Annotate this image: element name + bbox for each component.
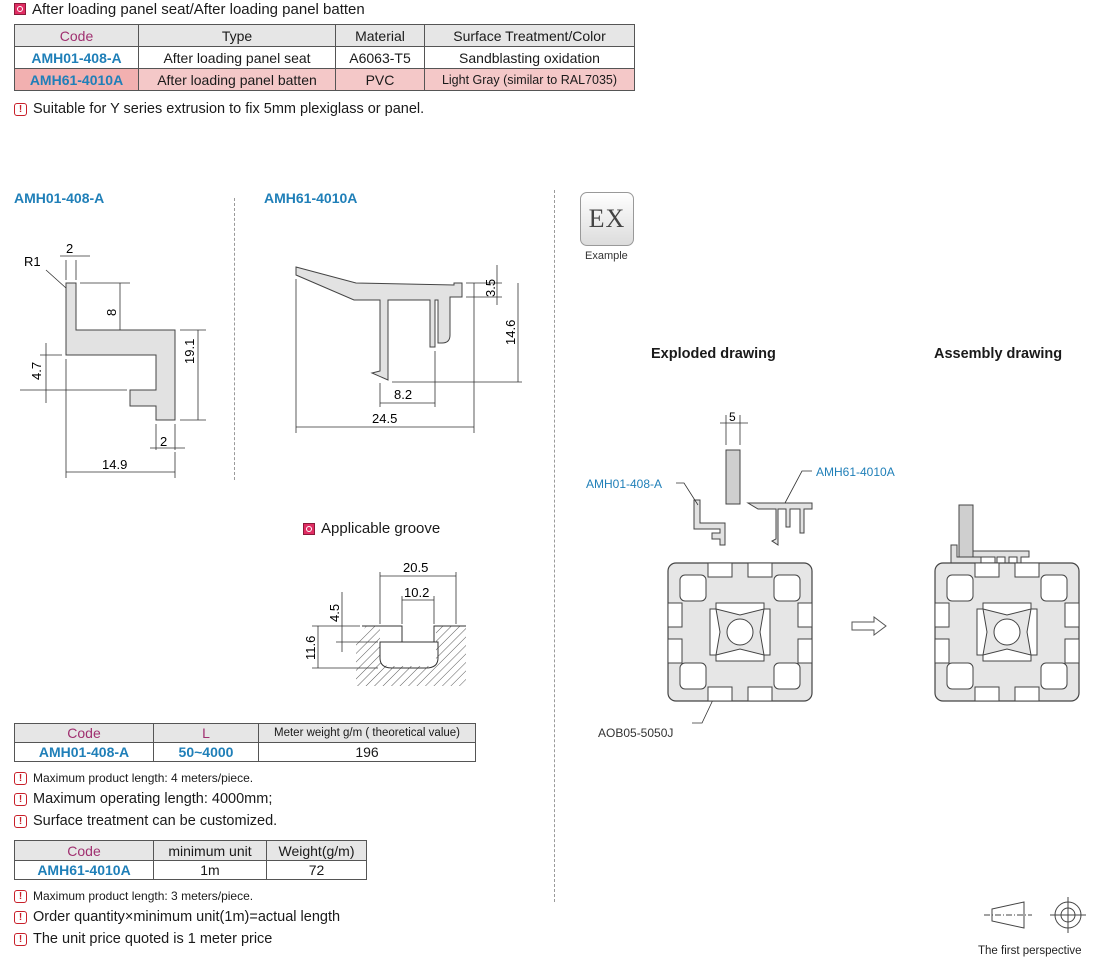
dim-20-5: 20.5	[403, 560, 428, 575]
note-text: Order quantity×minimum unit(1m)=actual l…	[33, 909, 341, 925]
batten-row: AMH61-4010A 1m 72	[14, 860, 367, 880]
batten-cell-code: AMH61-4010A	[14, 860, 154, 880]
spec-cell-material: PVC	[335, 68, 425, 91]
suitability-text: Suitable for Y series extrusion to fix 5…	[33, 101, 425, 117]
batten-profile-drawing: 8.2 24.5 3.5 14.6	[295, 265, 522, 433]
groove-title: Applicable groove	[321, 520, 441, 537]
warning-icon: !	[14, 814, 27, 828]
perspective-caption: The first perspective	[978, 945, 1082, 957]
spec-table: Code Type Material Surface Treatment/Col…	[14, 24, 635, 91]
warning-icon: !	[14, 102, 27, 116]
dim-8: 8	[104, 309, 119, 316]
seat-cell-code: AMH01-408-A	[14, 742, 154, 762]
warning-icon: !	[14, 932, 27, 946]
dim-2-top: 2	[66, 241, 73, 256]
spec-cell-material: A6063-T5	[335, 46, 425, 69]
batten-cell-weight: 72	[266, 860, 367, 880]
seat-header-code: Code	[14, 723, 154, 743]
spec-cell-type: After loading panel batten	[138, 68, 336, 91]
batten-header-weight: Weight(g/m)	[266, 840, 367, 861]
divider	[234, 198, 235, 480]
seat-cell-weight: 196	[258, 742, 476, 762]
spec-row-highlight: AMH61-4010A After loading panel batten P…	[14, 68, 635, 91]
example-badge: EX	[580, 192, 634, 246]
warning-icon: !	[14, 771, 27, 785]
drawing-title-seat: AMH01-408-A	[14, 190, 105, 206]
dim-2-bottom: 2	[160, 434, 167, 449]
spec-header-code: Code	[14, 24, 139, 47]
exploded-drawing: 5 AMH01-408-A AMH61-4010A AOB05-5050J	[586, 410, 895, 740]
label-seat: AMH01-408-A	[586, 477, 662, 491]
groove-title-row: Applicable groove	[303, 520, 440, 537]
dim-8-2: 8.2	[394, 387, 412, 402]
spec-cell-code: AMH01-408-A	[14, 46, 139, 69]
batten-header-code: Code	[14, 840, 154, 861]
spec-cell-type: After loading panel seat	[138, 46, 336, 69]
dim-11-6: 11.6	[303, 636, 318, 660]
batten-table: Code minimum unit Weight(g/m) AMH61-4010…	[14, 840, 367, 880]
square-bullet-icon	[14, 3, 26, 15]
assembly-title: Assembly drawing	[934, 346, 1063, 362]
suitability-note: ! Suitable for Y series extrusion to fix…	[14, 101, 424, 117]
note-item: ! Order quantity×minimum unit(1m)=actual…	[14, 906, 340, 928]
seat-row: AMH01-408-A 50~4000 196	[14, 742, 476, 762]
spec-cell-surface: Light Gray (similar to RAL7035)	[424, 68, 635, 91]
aluminum-profile	[667, 562, 813, 702]
seat-notes: ! Maximum product length: 4 meters/piece…	[14, 768, 277, 832]
seat-header-weight: Meter weight g/m ( theoretical value)	[258, 723, 476, 743]
label-batten: AMH61-4010A	[816, 465, 895, 479]
divider	[554, 190, 555, 902]
note-item: ! The unit price quoted is 1 meter price	[14, 928, 340, 950]
dim-24-5: 24.5	[372, 411, 397, 426]
note-text: Maximum product length: 4 meters/piece.	[33, 771, 254, 785]
note-item: ! Maximum product length: 3 meters/piece…	[14, 886, 340, 906]
dim-4-5: 4.5	[327, 604, 342, 622]
note-text: Maximum operating length: 4000mm;	[33, 791, 273, 807]
drawing-title-batten: AMH61-4010A	[264, 190, 358, 206]
label-profile: AOB05-5050J	[598, 726, 673, 740]
dim-19-1: 19.1	[182, 339, 197, 364]
batten-header-unit: minimum unit	[153, 840, 267, 861]
batten-cell-unit: 1m	[153, 860, 267, 880]
note-item: ! Maximum operating length: 4000mm;	[14, 788, 277, 810]
note-item: ! Maximum product length: 4 meters/piece…	[14, 768, 277, 788]
example-badge-text: EX	[588, 204, 626, 233]
square-bullet-icon	[303, 522, 315, 535]
example-caption: Example	[585, 250, 628, 262]
warning-icon: !	[14, 910, 27, 924]
warning-icon: !	[14, 889, 27, 903]
spec-header-surface: Surface Treatment/Color	[424, 24, 635, 47]
dim-10-2: 10.2	[404, 585, 429, 600]
dim-14-9: 14.9	[102, 457, 127, 472]
seat-table: Code L Meter weight g/m ( theoretical va…	[14, 723, 476, 762]
dim-5: 5	[729, 410, 736, 424]
section-title: After loading panel seat/After loading p…	[32, 0, 365, 18]
spec-header-material: Material	[335, 24, 425, 47]
spec-cell-surface: Sandblasting oxidation	[424, 46, 635, 69]
note-text: Surface treatment can be customized.	[33, 813, 278, 829]
seat-profile-drawing: R1 2 8 4.7 19.1 2 14.9	[20, 241, 206, 478]
groove-drawing: 20.5 10.2 4.5 11.6	[303, 560, 466, 686]
note-text: The unit price quoted is 1 meter price	[33, 931, 273, 947]
spec-header-type: Type	[138, 24, 336, 47]
spec-cell-code: AMH61-4010A	[14, 68, 139, 91]
note-item: ! Surface treatment can be customized.	[14, 810, 277, 832]
dim-r1: R1	[24, 254, 41, 269]
section-title-row: After loading panel seat/After loading p…	[14, 0, 365, 18]
batten-notes: ! Maximum product length: 3 meters/piece…	[14, 886, 340, 950]
dim-14-6: 14.6	[503, 320, 518, 345]
dim-4-7: 4.7	[29, 362, 44, 380]
first-angle-projection-icon	[984, 897, 1086, 933]
seat-cell-length: 50~4000	[153, 742, 259, 762]
dim-3-5: 3.5	[483, 279, 498, 297]
assembly-drawing	[934, 504, 1080, 702]
note-text: Maximum product length: 3 meters/piece.	[33, 889, 254, 903]
seat-header-l: L	[153, 723, 259, 743]
exploded-title: Exploded drawing	[651, 346, 776, 362]
spec-row: AMH01-408-A After loading panel seat A60…	[14, 46, 635, 69]
warning-icon: !	[14, 792, 27, 806]
arrow-right-icon	[851, 616, 887, 636]
